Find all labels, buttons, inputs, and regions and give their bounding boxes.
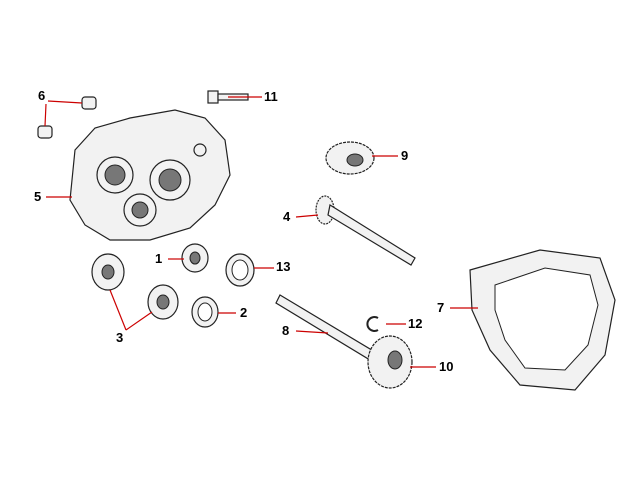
part-10-final-gear <box>367 335 413 389</box>
part-4-drive-shaft <box>315 195 416 266</box>
callout-5: 5 <box>34 189 42 204</box>
callout-4: 4 <box>283 209 291 224</box>
callout-1: 1 <box>155 251 163 266</box>
callout-13: 13 <box>276 259 291 274</box>
part-2-seal <box>191 296 219 328</box>
callout-9: 9 <box>401 148 409 163</box>
part-13-oil-seal <box>225 253 255 287</box>
part-7-gasket <box>469 249 616 391</box>
callout-6: 6 <box>38 88 46 103</box>
part-3-bearings <box>91 253 179 320</box>
callout-2: 2 <box>240 305 248 320</box>
part-5-transmission-housing <box>69 109 231 241</box>
part-8-final-shaft <box>275 294 376 361</box>
leader-lines <box>44 96 478 368</box>
callout-3: 3 <box>116 330 124 345</box>
part-1-bearing <box>181 243 209 273</box>
callout-11: 11 <box>264 89 278 104</box>
part-12-circlip <box>366 316 379 332</box>
callout-12: 12 <box>408 316 423 331</box>
callout-10: 10 <box>439 359 454 374</box>
callout-8: 8 <box>282 323 290 338</box>
part-9-gear <box>325 141 375 175</box>
callout-7: 7 <box>437 300 445 315</box>
part-6-dowel-pins <box>37 96 97 139</box>
